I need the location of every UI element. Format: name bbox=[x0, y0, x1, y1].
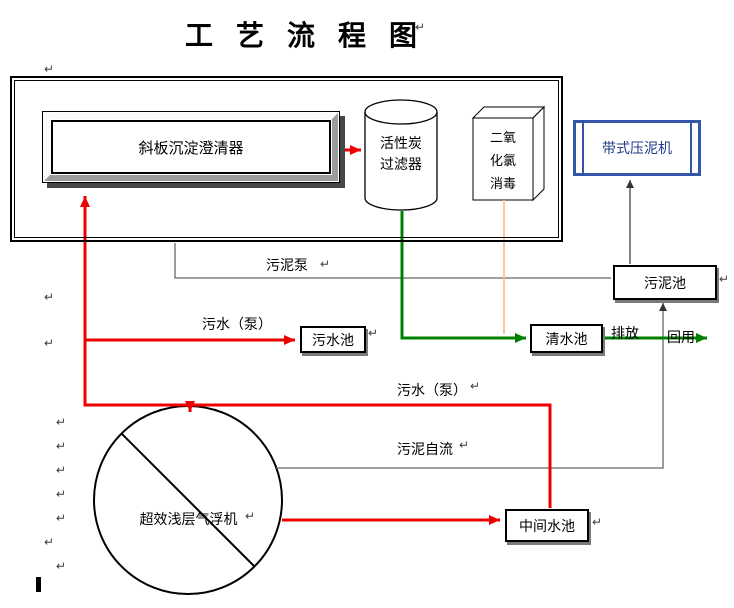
air-flotation-label: 超效浅层气浮机 bbox=[139, 511, 238, 527]
sewage-pump-lower-label: 污水（泵） bbox=[397, 382, 467, 398]
paragraph-mark: ↵ bbox=[470, 379, 481, 393]
sludge-pump-line bbox=[174, 243, 611, 279]
clarifier-label: 斜板沉淀澄清器 bbox=[51, 120, 331, 174]
paragraph-mark: ↵ bbox=[44, 290, 55, 304]
paragraph-mark: ↵ bbox=[719, 272, 730, 286]
clarifier-bevel-frame bbox=[44, 113, 338, 181]
paragraph-mark: ↵ bbox=[56, 511, 67, 525]
paragraph-mark: ↵ bbox=[415, 20, 426, 34]
paragraph-mark: ↵ bbox=[245, 509, 256, 523]
carbon-filter-cylinder[interactable] bbox=[364, 99, 438, 211]
belt-press-label: 带式压泥机 bbox=[602, 140, 672, 156]
carbon-filter-label: 活性炭 过滤器 bbox=[380, 135, 422, 172]
intermediate-to-clarifier-line bbox=[80, 196, 552, 508]
sludge-pool-label: 污泥池 bbox=[644, 274, 686, 291]
clean-pool-box[interactable]: 清水池 bbox=[530, 324, 603, 353]
pretreatment-container[interactable] bbox=[10, 76, 563, 242]
chlorine-disinfection-label: 二氧 化氯 消毒 bbox=[489, 130, 516, 191]
intermediate-pool-label: 中间水池 bbox=[519, 517, 575, 534]
sludge-gravity-line bbox=[276, 303, 667, 469]
paragraph-mark: ↵ bbox=[320, 257, 331, 271]
paragraph-mark: ↵ bbox=[368, 326, 379, 340]
paragraph-mark: ↵ bbox=[56, 487, 67, 501]
paragraph-mark: ↵ bbox=[44, 62, 55, 76]
belt-press-box[interactable]: 带式压泥机 bbox=[573, 120, 701, 176]
paragraph-mark: ↵ bbox=[592, 515, 603, 529]
sewage-pump-upper-label: 污水（泵） bbox=[202, 316, 272, 332]
pretreatment-container-inner-border bbox=[14, 80, 559, 238]
paragraph-mark: ↵ bbox=[44, 336, 55, 350]
chlorine-box-3d[interactable] bbox=[471, 105, 546, 202]
air-flotation-circle[interactable] bbox=[93, 405, 283, 595]
sludge-pool-box[interactable]: 污泥池 bbox=[613, 265, 717, 300]
paragraph-mark: ↵ bbox=[56, 439, 67, 453]
sludge-pump-label: 污泥泵 bbox=[266, 257, 308, 273]
discharge-label: 排放 bbox=[611, 325, 639, 341]
sewage-pool-label: 污水池 bbox=[312, 331, 354, 348]
intermediate-pool-box[interactable]: 中间水池 bbox=[505, 509, 589, 542]
page-title: 工 艺 流 程 图 bbox=[184, 21, 425, 52]
paragraph-mark: ↵ bbox=[56, 415, 67, 429]
filter-to-cleanpool-line bbox=[400, 211, 526, 343]
sewage-pool-box[interactable]: 污水池 bbox=[300, 326, 366, 353]
sludge-gravity-flow-label: 污泥自流 bbox=[397, 441, 453, 457]
paragraph-mark: ↵ bbox=[56, 463, 67, 477]
clean-pool-label: 清水池 bbox=[545, 330, 588, 347]
paragraph-mark: ↵ bbox=[44, 535, 55, 549]
clarifier-box[interactable]: 斜板沉淀澄清器 bbox=[42, 111, 340, 183]
paragraph-mark: ↵ bbox=[56, 559, 67, 573]
end-of-text-marker bbox=[36, 577, 41, 592]
reuse-label: 回用 bbox=[667, 329, 695, 345]
paragraph-mark: ↵ bbox=[459, 438, 470, 452]
